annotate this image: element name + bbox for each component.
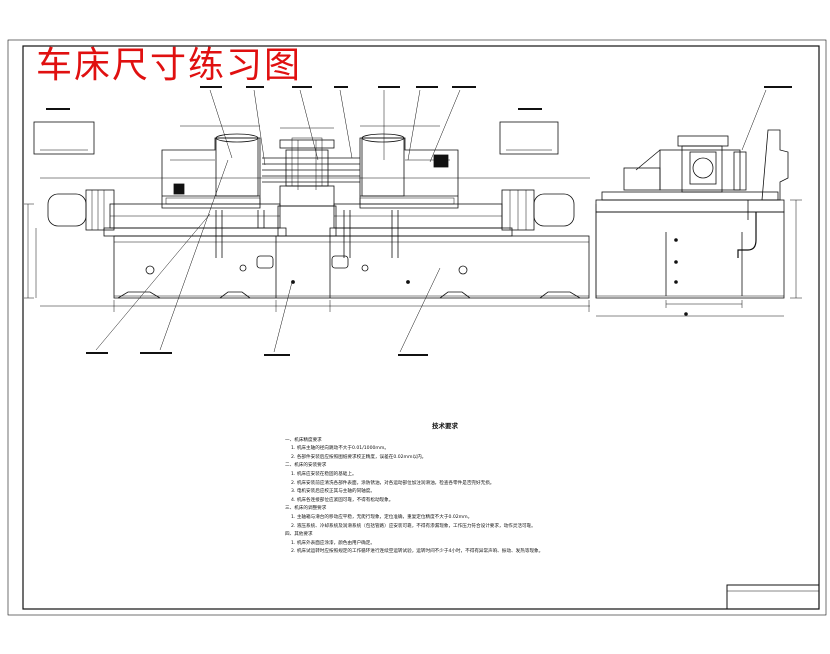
technical-note-line: 三、机床的调整要求 xyxy=(285,506,327,512)
front-view xyxy=(24,89,767,353)
technical-note-line: 1. 机床外表面应涂漆，颜色由用户确定。 xyxy=(291,540,375,546)
title-block xyxy=(726,584,820,610)
technical-notes: 技术要求 一、机床精度要求 1. 机床主轴的径向跳动不大于0.01/1000mm。… xyxy=(285,422,605,557)
technical-notes-heading: 技术要求 xyxy=(432,422,458,430)
technical-note-line: 四、其他要求 xyxy=(285,532,313,538)
label-mark xyxy=(86,352,108,354)
technical-note-line: 4. 机床各连接部位应紧固可靠，不得有松动现象。 xyxy=(291,497,394,503)
technical-note-line: 2. 机床安装前应清洗各部件表面，涂防锈油，对各运动部位加注润滑油，检查各零件是… xyxy=(291,480,495,486)
technical-notes-lines: 一、机床精度要求 1. 机床主轴的径向跳动不大于0.01/1000mm。 2. 各部… xyxy=(285,437,605,557)
outer-border xyxy=(7,39,827,616)
label-mark xyxy=(452,86,476,88)
technical-note-line: 1. 机床主轴的径向跳动不大于0.01/1000mm。 xyxy=(291,446,389,452)
label-mark xyxy=(246,86,264,88)
technical-note-line: 一、机床精度要求 xyxy=(285,437,322,443)
label-mark xyxy=(292,86,312,88)
label-mark xyxy=(200,86,222,88)
label-mark xyxy=(416,86,438,88)
label-mark xyxy=(398,354,428,356)
side-view xyxy=(595,129,802,317)
technical-note-line: 2. 液压系统、冷却系统及润滑系统（包括管路）应安装可靠，不得有渗漏现象，工作压… xyxy=(291,523,536,529)
label-mark xyxy=(518,108,542,110)
technical-note-line: 3. 电机安装后应校正其与主轴的同轴度。 xyxy=(291,489,375,495)
technical-note-line: 2. 各部件安装后应按照图纸要求校正精度，误差在0.02mm以内。 xyxy=(291,454,427,460)
technical-note-line: 1. 机床应安装在稳固的基础上。 xyxy=(291,471,357,477)
inner-frame xyxy=(22,45,820,610)
drawing-title: 车床尺寸练习图 xyxy=(36,45,303,86)
label-mark xyxy=(378,86,400,88)
label-mark xyxy=(334,86,348,88)
label-mark xyxy=(140,352,172,354)
technical-note-line: 2. 机床试运转时应按照规定的工作循环进行连续空运转试验，运转时间不少于4小时，… xyxy=(291,549,544,555)
label-mark xyxy=(764,86,792,88)
technical-note-line: 1. 主轴箱与滑台的移动应平稳，无爬行现象，定位准确，重复定位精度不大于0.02… xyxy=(291,514,473,520)
label-mark xyxy=(46,108,70,110)
label-mark xyxy=(264,354,290,356)
technical-note-line: 二、机床的安装要求 xyxy=(285,463,327,469)
